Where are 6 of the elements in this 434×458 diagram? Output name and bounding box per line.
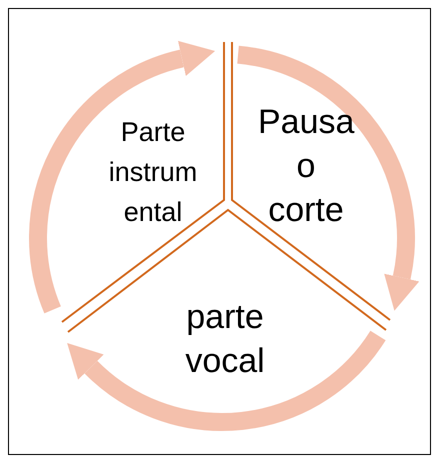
cycle-arrow xyxy=(236,46,420,312)
sector-label: Pausa o corte xyxy=(258,102,354,231)
sector-label: parte vocal xyxy=(184,297,266,382)
sector-label: Parte instrum ental xyxy=(108,116,198,229)
cycle-arrow xyxy=(66,330,386,431)
cycle-arrow xyxy=(29,41,215,313)
